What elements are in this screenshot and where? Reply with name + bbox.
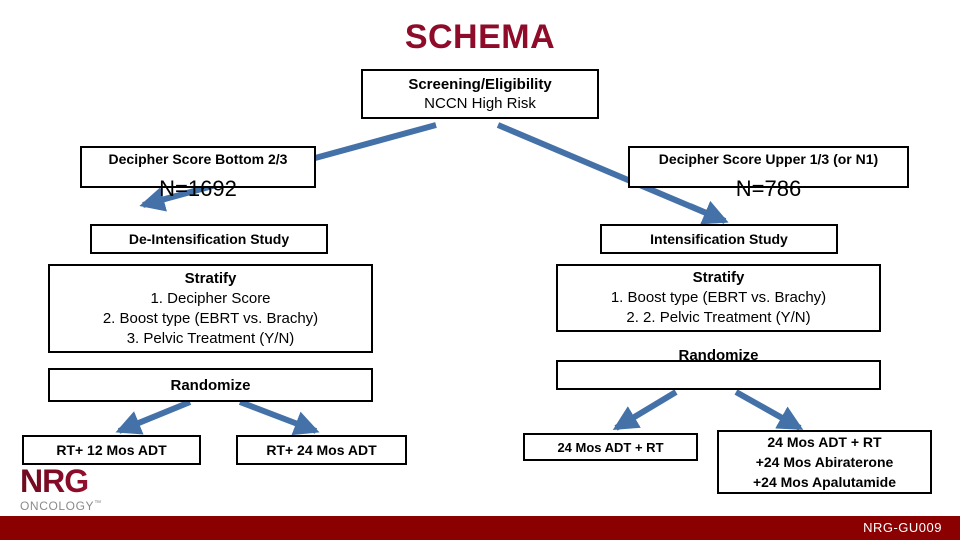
de-intensification-study-box: De-Intensification Study (90, 224, 328, 254)
right-arm-2-line-3: +24 Mos Apalutamide (752, 474, 897, 490)
right-stratify-box: Stratify 1. Boost type (EBRT vs. Brachy)… (556, 264, 881, 332)
arrowhead-screening-to-right-tip (688, 200, 729, 225)
left-enrollment-count: N=1692 (159, 176, 237, 201)
nrg-oncology-logo: NRG ONCOLOGY™ (20, 465, 148, 513)
screening-title: Screening/Eligibility (408, 76, 552, 93)
right-stratify-item-1: 1. Boost type (EBRT vs. Brachy) (610, 289, 827, 306)
right-randomize-box: Randomize (556, 347, 881, 390)
protocol-id-label: NRG-GU009 (863, 520, 942, 535)
left-arm-1-box: RT+ 12 Mos ADT (22, 435, 201, 465)
nrg-wordmark: NRG (20, 465, 148, 497)
right-arm-2-box: 24 Mos ADT + RT +24 Mos Abiraterone +24 … (717, 430, 932, 494)
left-arm-2-box: RT+ 24 Mos ADT (236, 435, 407, 465)
right-arm-2-line-2: +24 Mos Abiraterone (755, 454, 894, 470)
right-study-label: Intensification Study (650, 230, 788, 247)
right-enrollment-count: N=786 (735, 176, 802, 201)
right-randomize-label: Randomize (678, 347, 759, 364)
arrow-right-randomize-to-arm2 (734, 389, 804, 431)
arrow-left-randomize-to-arm1 (115, 399, 192, 435)
screening-subtitle: NCCN High Risk (424, 95, 536, 112)
right-stratify-heading: Stratify (692, 269, 745, 286)
intensification-study-box: Intensification Study (600, 224, 838, 254)
screening-eligibility-box: Screening/Eligibility NCCN High Risk (361, 69, 599, 119)
left-randomize-label: Randomize (170, 376, 251, 394)
left-study-label: De-Intensification Study (128, 230, 290, 247)
trademark-symbol: ™ (94, 500, 102, 507)
left-arm-1-label: RT+ 12 Mos ADT (56, 442, 167, 458)
left-stratify-item-3: 3. Pelvic Treatment (Y/N) (126, 329, 295, 347)
left-arm-2-label: RT+ 24 Mos ADT (266, 442, 377, 458)
oncology-text: ONCOLOGY (20, 499, 95, 513)
right-arm-1-label: 24 Mos ADT + RT (557, 439, 664, 455)
left-decipher-label: Decipher Score Bottom 2/3 (108, 151, 288, 167)
arrow-right-randomize-to-arm1 (612, 389, 678, 431)
footer-bar: NRG-GU009 (0, 516, 960, 540)
left-stratify-box: Stratify 1. Decipher Score 2. Boost type… (48, 264, 373, 353)
right-arm-1-box: 24 Mos ADT + RT (523, 433, 698, 461)
left-stratify-heading: Stratify (184, 269, 237, 287)
right-decipher-label: Decipher Score Upper 1/3 (or N1) (658, 151, 879, 167)
left-stratify-item-1: 1. Decipher Score (150, 289, 271, 307)
left-randomize-box: Randomize (48, 368, 373, 402)
page-title: SCHEMA (404, 18, 556, 56)
arrow-left-randomize-to-arm2 (238, 399, 320, 436)
right-stratify-item-2: 2. 2. Pelvic Treatment (Y/N) (626, 309, 811, 326)
left-stratify-item-2: 2. Boost type (EBRT vs. Brachy) (102, 309, 319, 327)
oncology-wordmark: ONCOLOGY™ (20, 497, 148, 513)
right-arm-2-line-1: 24 Mos ADT + RT (767, 434, 882, 450)
